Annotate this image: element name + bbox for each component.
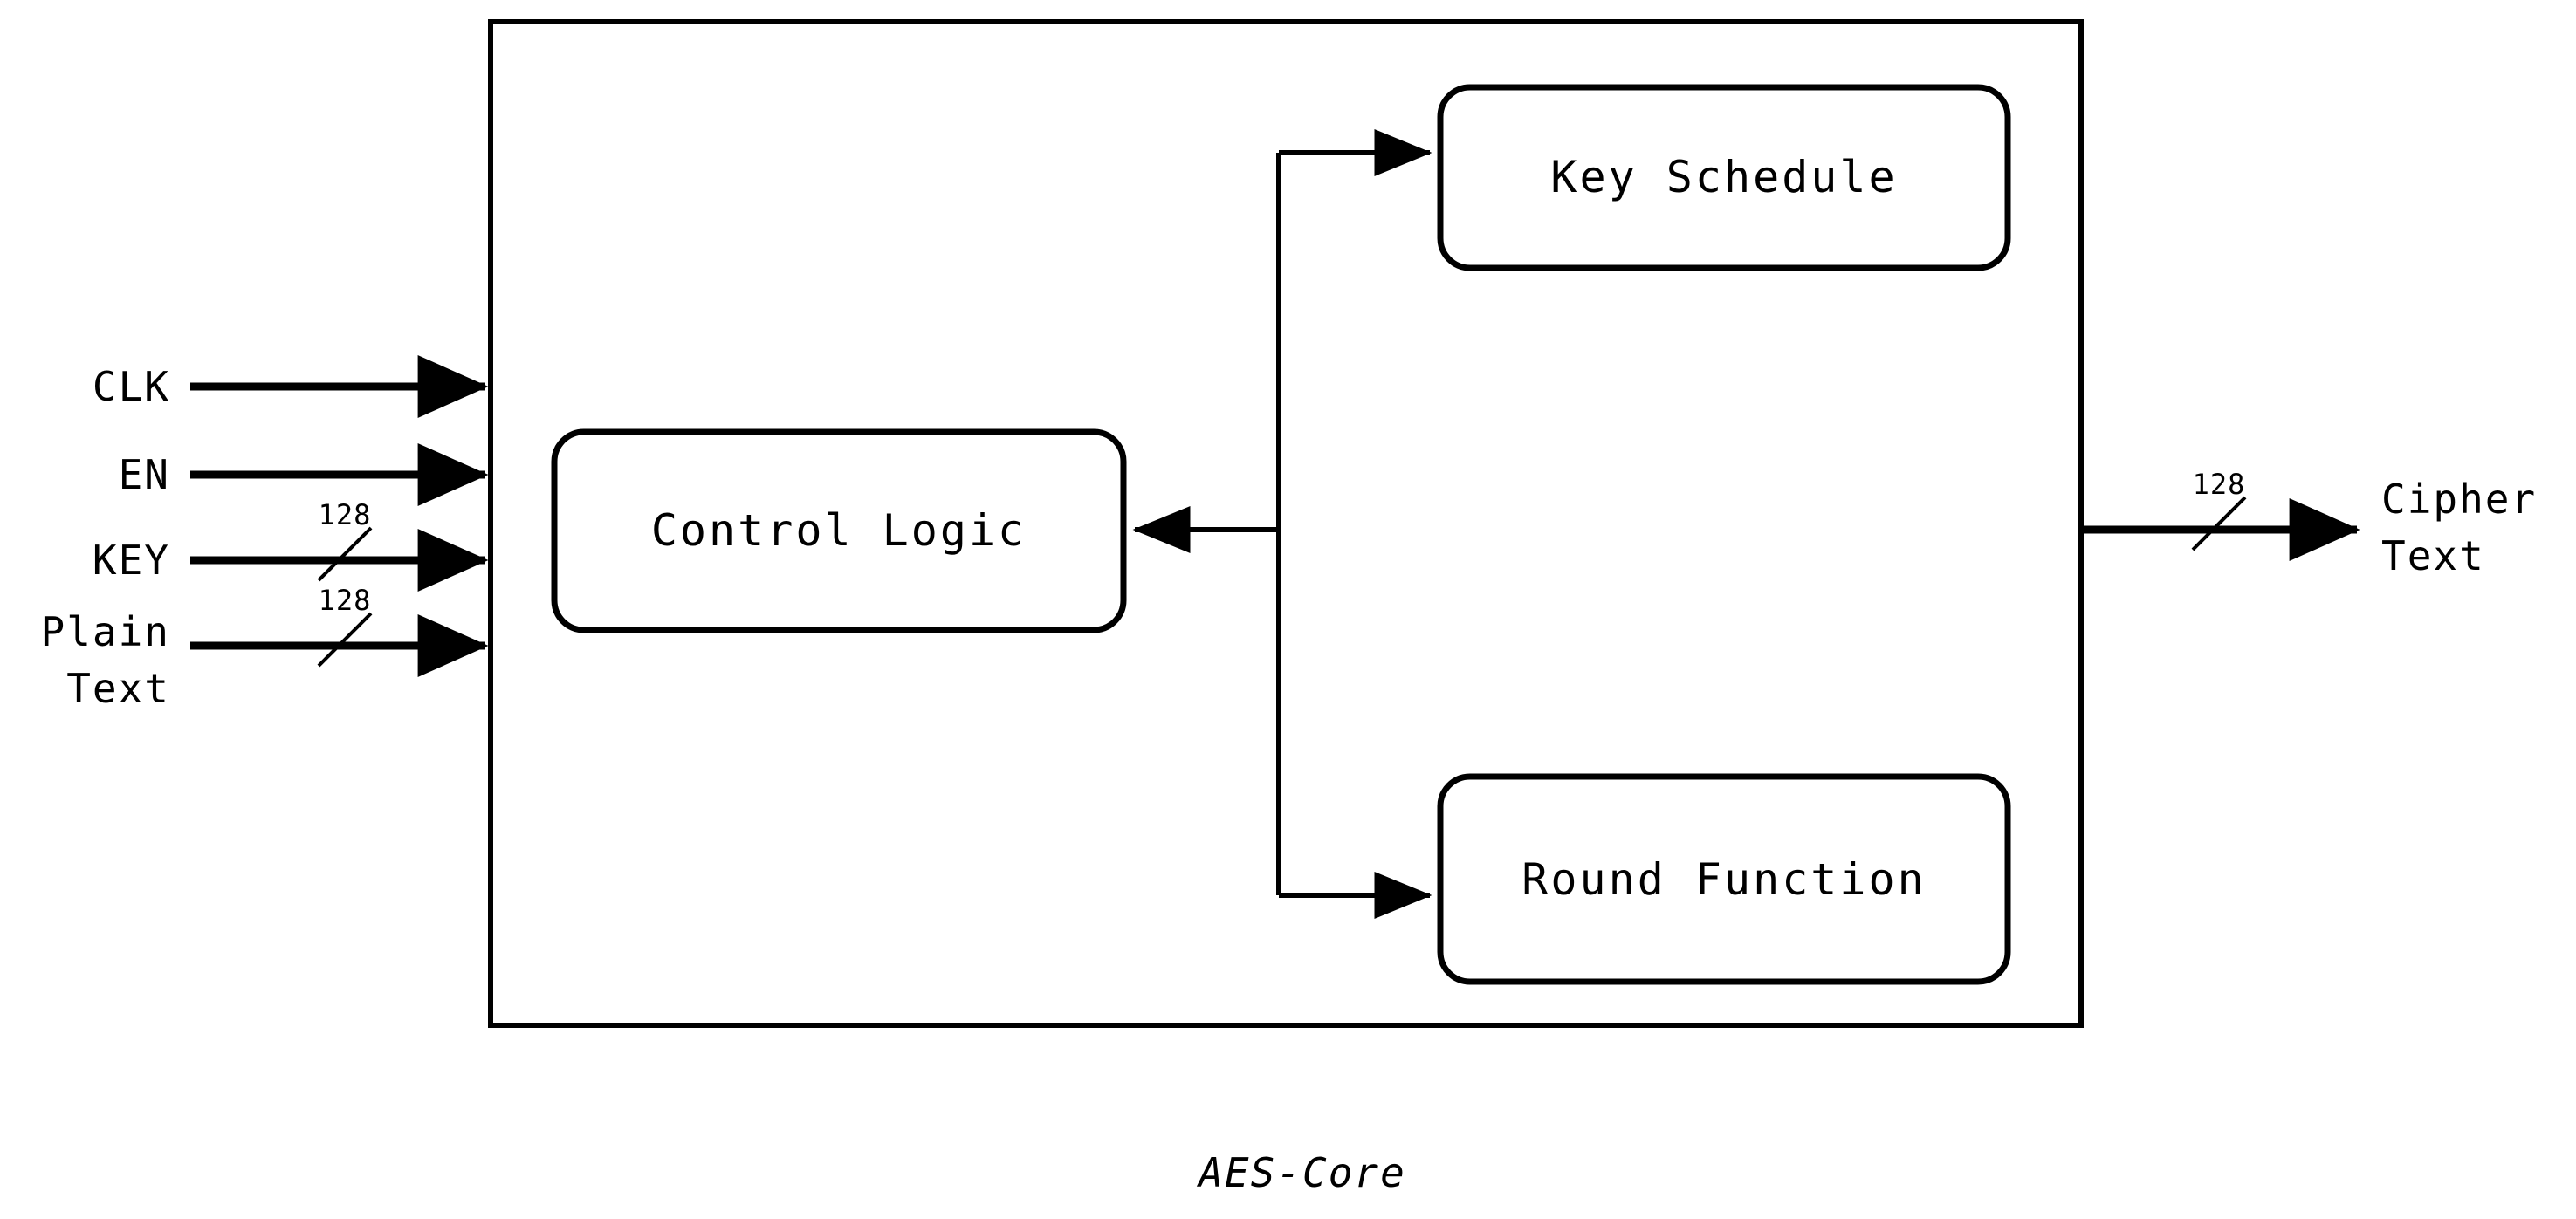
input-label-en: EN	[119, 451, 170, 498]
bus-slash-ciphertext	[2191, 496, 2247, 551]
input-label-key: KEY	[93, 537, 170, 584]
diagram-caption: AES-Core	[1196, 1149, 1406, 1196]
bus-slash-key	[317, 526, 373, 582]
block-round-function[interactable]	[1437, 773, 2011, 985]
input-label-plaintext-line2: Text	[66, 665, 170, 712]
module-boundary-aes-core	[488, 19, 2084, 1028]
output-label-ciphertext-line2: Text	[2381, 532, 2485, 579]
block-key-schedule[interactable]	[1437, 84, 2011, 271]
block-label-control-logic: Control Logic	[651, 505, 1027, 556]
bus-width-label-plaintext: 128	[319, 584, 372, 617]
output-label-ciphertext-line1: Cipher	[2381, 476, 2537, 523]
bus-slash-plaintext	[317, 612, 373, 668]
block-label-round-function: Round Function	[1522, 854, 1926, 905]
bus-width-label-ciphertext: 128	[2193, 468, 2246, 501]
input-label-clk: CLK	[93, 363, 170, 410]
input-label-plaintext-line1: Plain	[41, 608, 170, 655]
block-control-logic[interactable]	[551, 428, 1127, 633]
bus-width-label-key: 128	[319, 498, 372, 531]
block-label-key-schedule: Key Schedule	[1550, 152, 1897, 202]
